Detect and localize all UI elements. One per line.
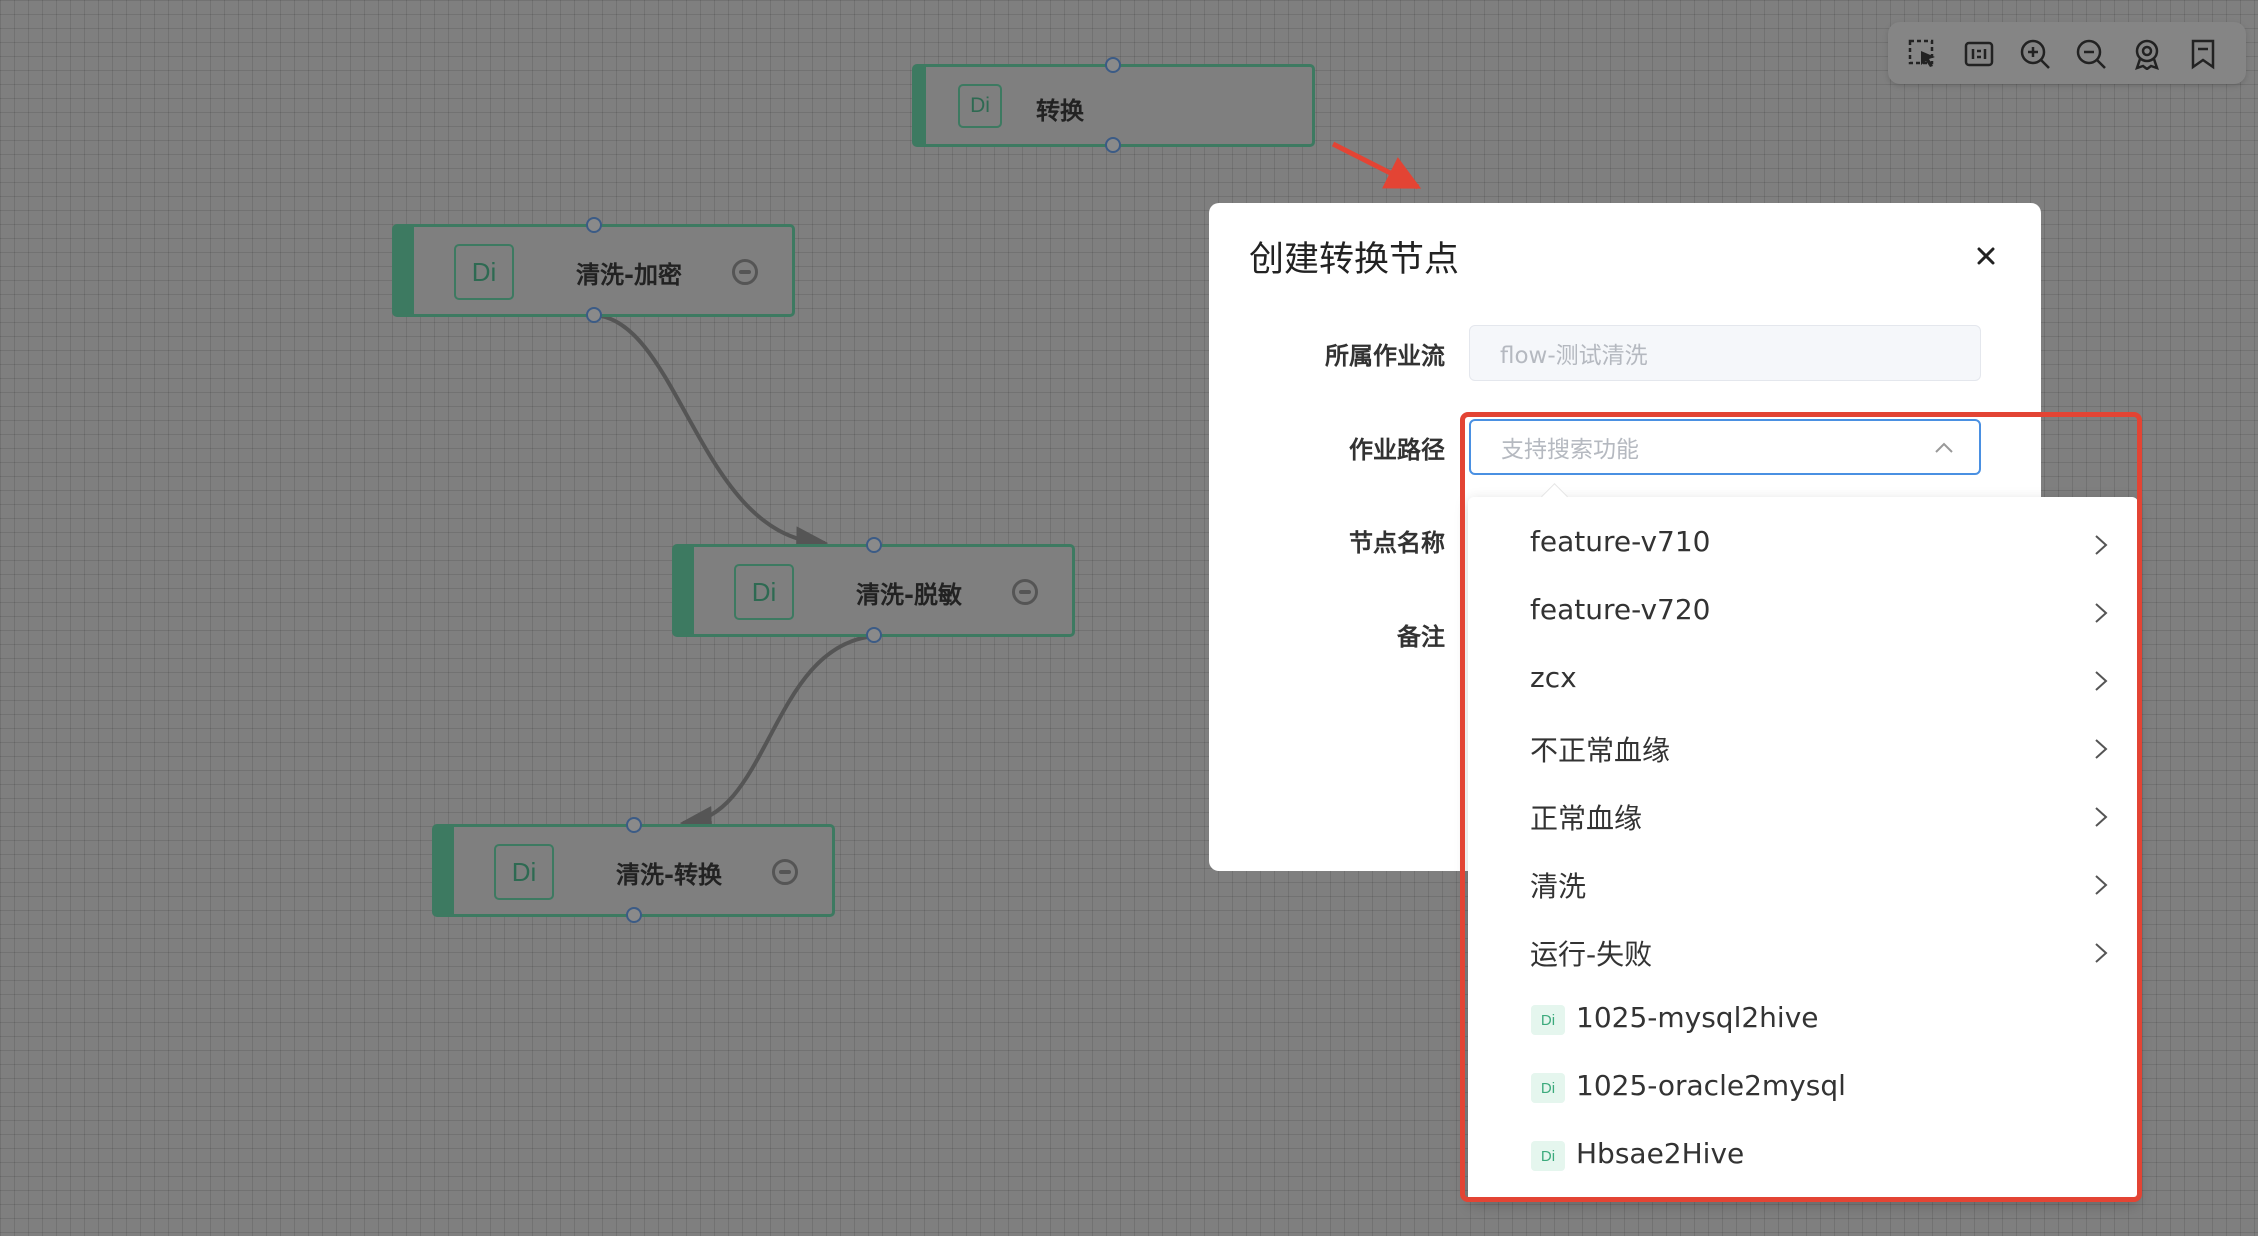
chevron-right-icon — [2095, 807, 2108, 827]
di-file-icon: Di — [1531, 1073, 1565, 1103]
node-transform-new[interactable]: Di 转换 — [912, 64, 1315, 147]
di-icon: Di — [958, 84, 1002, 128]
dropdown-folder-item[interactable]: feature-v710 — [1468, 511, 2138, 579]
port-out[interactable] — [866, 627, 882, 643]
di-file-icon: Di — [1531, 1141, 1565, 1171]
folder-label: 运行-失败 — [1530, 938, 1653, 971]
flow-field: flow-测试清洗 — [1469, 325, 1981, 381]
port-out[interactable] — [626, 907, 642, 923]
medal-icon[interactable] — [2130, 37, 2164, 71]
collapse-icon[interactable] — [772, 859, 798, 885]
chevron-right-icon — [2095, 535, 2108, 555]
folder-label: 不正常血缘 — [1530, 734, 1671, 767]
path-placeholder: 支持搜索功能 — [1501, 437, 1639, 463]
dropdown-file-item[interactable]: Di Hbsae2Hive — [1468, 1123, 2138, 1191]
chevron-up-icon — [1935, 442, 1953, 453]
node-title: 清洗-脱敏 — [856, 581, 962, 609]
port-out[interactable] — [586, 307, 602, 323]
path-select[interactable]: 支持搜索功能 — [1469, 419, 1981, 475]
box-select-icon[interactable] — [1906, 37, 1940, 71]
dropdown-folder-item[interactable]: feature-v720 — [1468, 579, 2138, 647]
port-in[interactable] — [1105, 57, 1121, 73]
path-label: 作业路径 — [1349, 436, 1445, 464]
chevron-right-icon — [2095, 739, 2108, 759]
dropdown-folder-item[interactable]: 运行-失败 — [1468, 919, 2138, 987]
node-clean-transform[interactable]: Di 清洗-转换 — [432, 824, 835, 917]
di-file-icon: Di — [1531, 1005, 1565, 1035]
folder-label: 清洗 — [1530, 870, 1587, 903]
annotation-arrow — [1331, 141, 1422, 190]
edge-encrypt-to-desensitize[interactable] — [593, 313, 829, 559]
folder-label: 正常血缘 — [1530, 802, 1643, 835]
node-clean-desensitize[interactable]: Di 清洗-脱敏 — [672, 544, 1075, 637]
collapse-icon[interactable] — [1012, 579, 1038, 605]
di-icon: Di — [734, 564, 794, 620]
di-icon: Di — [494, 844, 554, 900]
collapse-icon[interactable] — [732, 259, 758, 285]
port-in[interactable] — [626, 817, 642, 833]
node-clean-encrypt[interactable]: Di 清洗-加密 — [392, 224, 795, 317]
port-in[interactable] — [586, 217, 602, 233]
node-title: 清洗-加密 — [576, 261, 682, 289]
edge-desensitize-to-transform[interactable] — [679, 634, 876, 838]
dropdown-folder-item[interactable]: zcx — [1468, 647, 2138, 715]
flow-label: 所属作业流 — [1325, 342, 1445, 370]
di-icon: Di — [454, 244, 514, 300]
port-in[interactable] — [866, 537, 882, 553]
dropdown-folder-item[interactable]: 正常血缘 — [1468, 783, 2138, 851]
folder-label: feature-v710 — [1530, 525, 1711, 558]
folder-label: feature-v720 — [1530, 593, 1711, 626]
dropdown-folder-item[interactable]: 清洗 — [1468, 851, 2138, 919]
canvas-toolbar — [1888, 22, 2246, 84]
chevron-right-icon — [2095, 671, 2108, 691]
dialog-title: 创建转换节点 — [1249, 240, 1460, 280]
fit-view-icon[interactable] — [1962, 37, 1996, 71]
file-label: 1025-mysql2hive — [1576, 1001, 1819, 1034]
node-title: 清洗-转换 — [616, 861, 722, 889]
zoom-out-icon[interactable] — [2074, 37, 2108, 71]
zoom-in-icon[interactable] — [2018, 37, 2052, 71]
path-dropdown: feature-v710 feature-v720 zcx 不正常血缘 正常血缘… — [1468, 483, 2138, 1202]
dropdown-file-item[interactable]: Di 1025-mysql2hive — [1468, 987, 2138, 1055]
dropdown-folder-item[interactable]: 不正常血缘 — [1468, 715, 2138, 783]
dropdown-file-item[interactable]: Di 1025-oracle2mysql — [1468, 1055, 2138, 1123]
folder-label: zcx — [1530, 661, 1577, 694]
chevron-right-icon — [2095, 943, 2108, 963]
file-label: 1025-oracle2mysql — [1576, 1069, 1846, 1102]
node-title: 转换 — [1036, 97, 1084, 125]
close-icon[interactable] — [1969, 239, 2003, 273]
chevron-right-icon — [2095, 603, 2108, 623]
file-label: Hbsae2Hive — [1576, 1137, 1745, 1170]
port-out[interactable] — [1105, 137, 1121, 153]
bookmark-icon[interactable] — [2186, 37, 2220, 71]
node-name-label: 节点名称 — [1349, 529, 1445, 557]
chevron-right-icon — [2095, 875, 2108, 895]
remark-label: 备注 — [1397, 623, 1445, 651]
